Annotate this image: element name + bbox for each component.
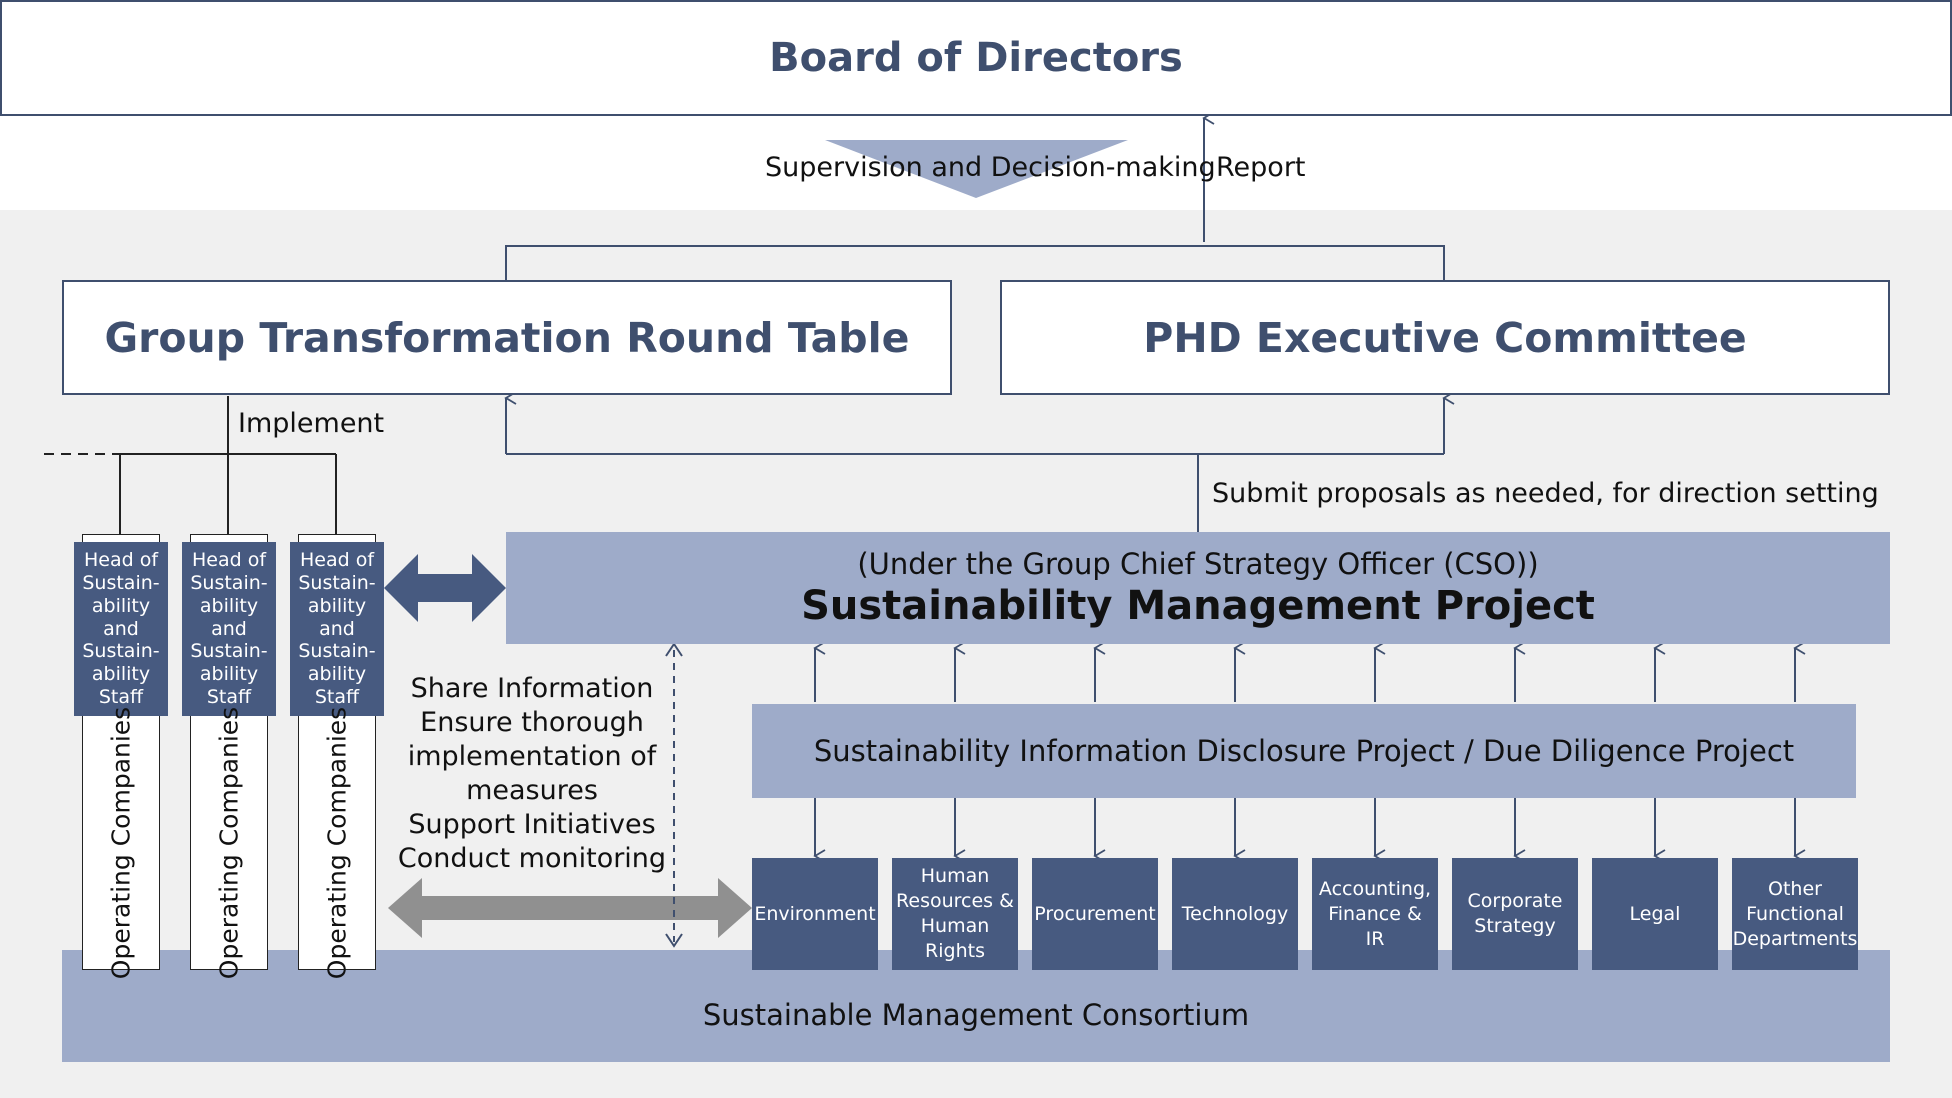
department-label: Accounting, Finance & IR xyxy=(1318,877,1432,950)
head-of-sustainability-1: Head of Sustain-ability and Sustain-abil… xyxy=(74,542,168,716)
department-4: Technology xyxy=(1172,858,1298,970)
department-label: Human Resources & Human Rights xyxy=(896,865,1014,962)
consortium-double-arrow xyxy=(388,878,752,938)
department-3: Procurement xyxy=(1032,858,1158,970)
executive-committee-box: PHD Executive Committee xyxy=(1000,280,1890,395)
executive-committee-title: PHD Executive Committee xyxy=(1143,313,1747,362)
department-1: Environment xyxy=(752,858,878,970)
department-label: Technology xyxy=(1181,902,1289,925)
department-label: Corporate Strategy xyxy=(1467,890,1563,937)
operating-companies-label-1: Operating Companies xyxy=(106,706,136,979)
department-5: Accounting, Finance & IR xyxy=(1312,858,1438,970)
head-of-sustainability-3: Head of Sustain-ability and Sustain-abil… xyxy=(290,542,384,716)
committee-bracket xyxy=(505,245,1445,280)
operating-companies-label-2: Operating Companies xyxy=(214,706,244,979)
smp-title: Sustainability Management Project xyxy=(801,583,1595,629)
board-of-directors: Board of Directors xyxy=(0,0,1952,116)
operating-companies-label-3: Operating Companies xyxy=(322,706,352,979)
department-label: Environment xyxy=(754,902,876,925)
action-monitor: Conduct monitoring xyxy=(397,843,667,874)
round-table-box: Group Transformation Round Table xyxy=(62,280,952,395)
report-label: Report xyxy=(1216,152,1306,183)
smp-subtitle: (Under the Group Chief Strategy Officer … xyxy=(857,547,1539,581)
disclosure-project: Sustainability Information Disclosure Pr… xyxy=(752,704,1856,798)
action-support: Support Initiatives xyxy=(408,809,656,840)
round-table-title: Group Transformation Round Table xyxy=(104,313,910,362)
department-7: Legal xyxy=(1592,858,1718,970)
department-arrows xyxy=(813,641,1806,863)
disclosure-title: Sustainability Information Disclosure Pr… xyxy=(813,734,1795,768)
sustainability-management-project: (Under the Group Chief Strategy Officer … xyxy=(506,532,1890,644)
actions-text: Share Information Ensure thorough implem… xyxy=(392,672,672,876)
head-of-sustainability-2: Head of Sustain-ability and Sustain-abil… xyxy=(182,542,276,716)
supervision-label: Supervision and Decision-making xyxy=(765,152,1216,183)
department-6: Corporate Strategy xyxy=(1452,858,1578,970)
supervision-arrow xyxy=(825,140,1128,198)
department-label: Procurement xyxy=(1034,902,1156,925)
department-2: Human Resources & Human Rights xyxy=(892,858,1018,970)
implement-label: Implement xyxy=(238,408,385,439)
department-8: Other Functional Departments xyxy=(1732,858,1858,970)
department-label: Other Functional Departments xyxy=(1732,877,1858,950)
board-title: Board of Directors xyxy=(769,35,1183,81)
department-label: Legal xyxy=(1629,902,1681,925)
smp-double-arrow xyxy=(384,554,506,622)
submit-label: Submit proposals as needed, for directio… xyxy=(1212,478,1879,509)
consortium-title: Sustainable Management Consortium xyxy=(702,998,1250,1032)
action-share: Share Information xyxy=(410,673,654,704)
action-ensure: Ensure thorough implementation of measur… xyxy=(407,707,657,806)
